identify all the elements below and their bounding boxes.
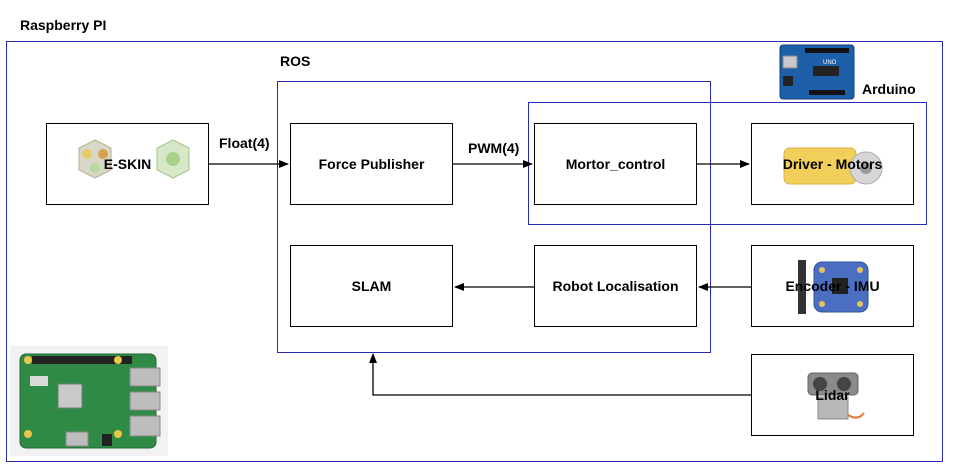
encoder-imu-label: Encoder - IMU <box>785 278 880 294</box>
motor-control-label: Mortor_control <box>565 156 666 172</box>
encoder-imu-node[interactable]: Encoder - IMU <box>751 245 914 327</box>
robot-localisation-label: Robot Localisation <box>552 278 679 294</box>
imu-board-image <box>798 260 869 314</box>
eskin-node[interactable]: E-SKIN <box>46 123 209 205</box>
lidar-image <box>807 372 865 420</box>
raspberry-pi-label: Raspberry PI <box>20 17 107 33</box>
ros-label: ROS <box>280 53 311 69</box>
arduino-label: Arduino <box>862 81 916 97</box>
driver-motors-node[interactable]: Driver - Motors <box>751 123 914 205</box>
motor-control-node[interactable]: Mortor_control <box>534 123 697 205</box>
raspberry-pi-board-image <box>10 346 168 456</box>
driver-motors-label: Driver - Motors <box>782 156 883 172</box>
robot-localisation-node[interactable]: Robot Localisation <box>534 245 697 327</box>
lidar-label: Lidar <box>815 387 850 403</box>
force-publisher-node[interactable]: Force Publisher <box>290 123 453 205</box>
motor-image <box>783 147 883 185</box>
ros-container <box>277 81 711 353</box>
raspberry-pi-container <box>6 41 943 462</box>
arduino-board-image: UNO <box>779 44 855 100</box>
svg-text:UNO: UNO <box>823 60 837 66</box>
force-publisher-label: Force Publisher <box>318 156 425 172</box>
arrow-lidar-to-ros <box>369 353 751 396</box>
slam-node[interactable]: SLAM <box>290 245 453 327</box>
edge-label-float: Float(4) <box>219 135 270 151</box>
slam-label: SLAM <box>351 278 392 294</box>
lidar-node[interactable]: Lidar <box>751 354 914 436</box>
eskin-sensor-image <box>78 139 190 179</box>
eskin-label: E-SKIN <box>103 156 152 172</box>
edge-label-pwm: PWM(4) <box>468 140 520 156</box>
